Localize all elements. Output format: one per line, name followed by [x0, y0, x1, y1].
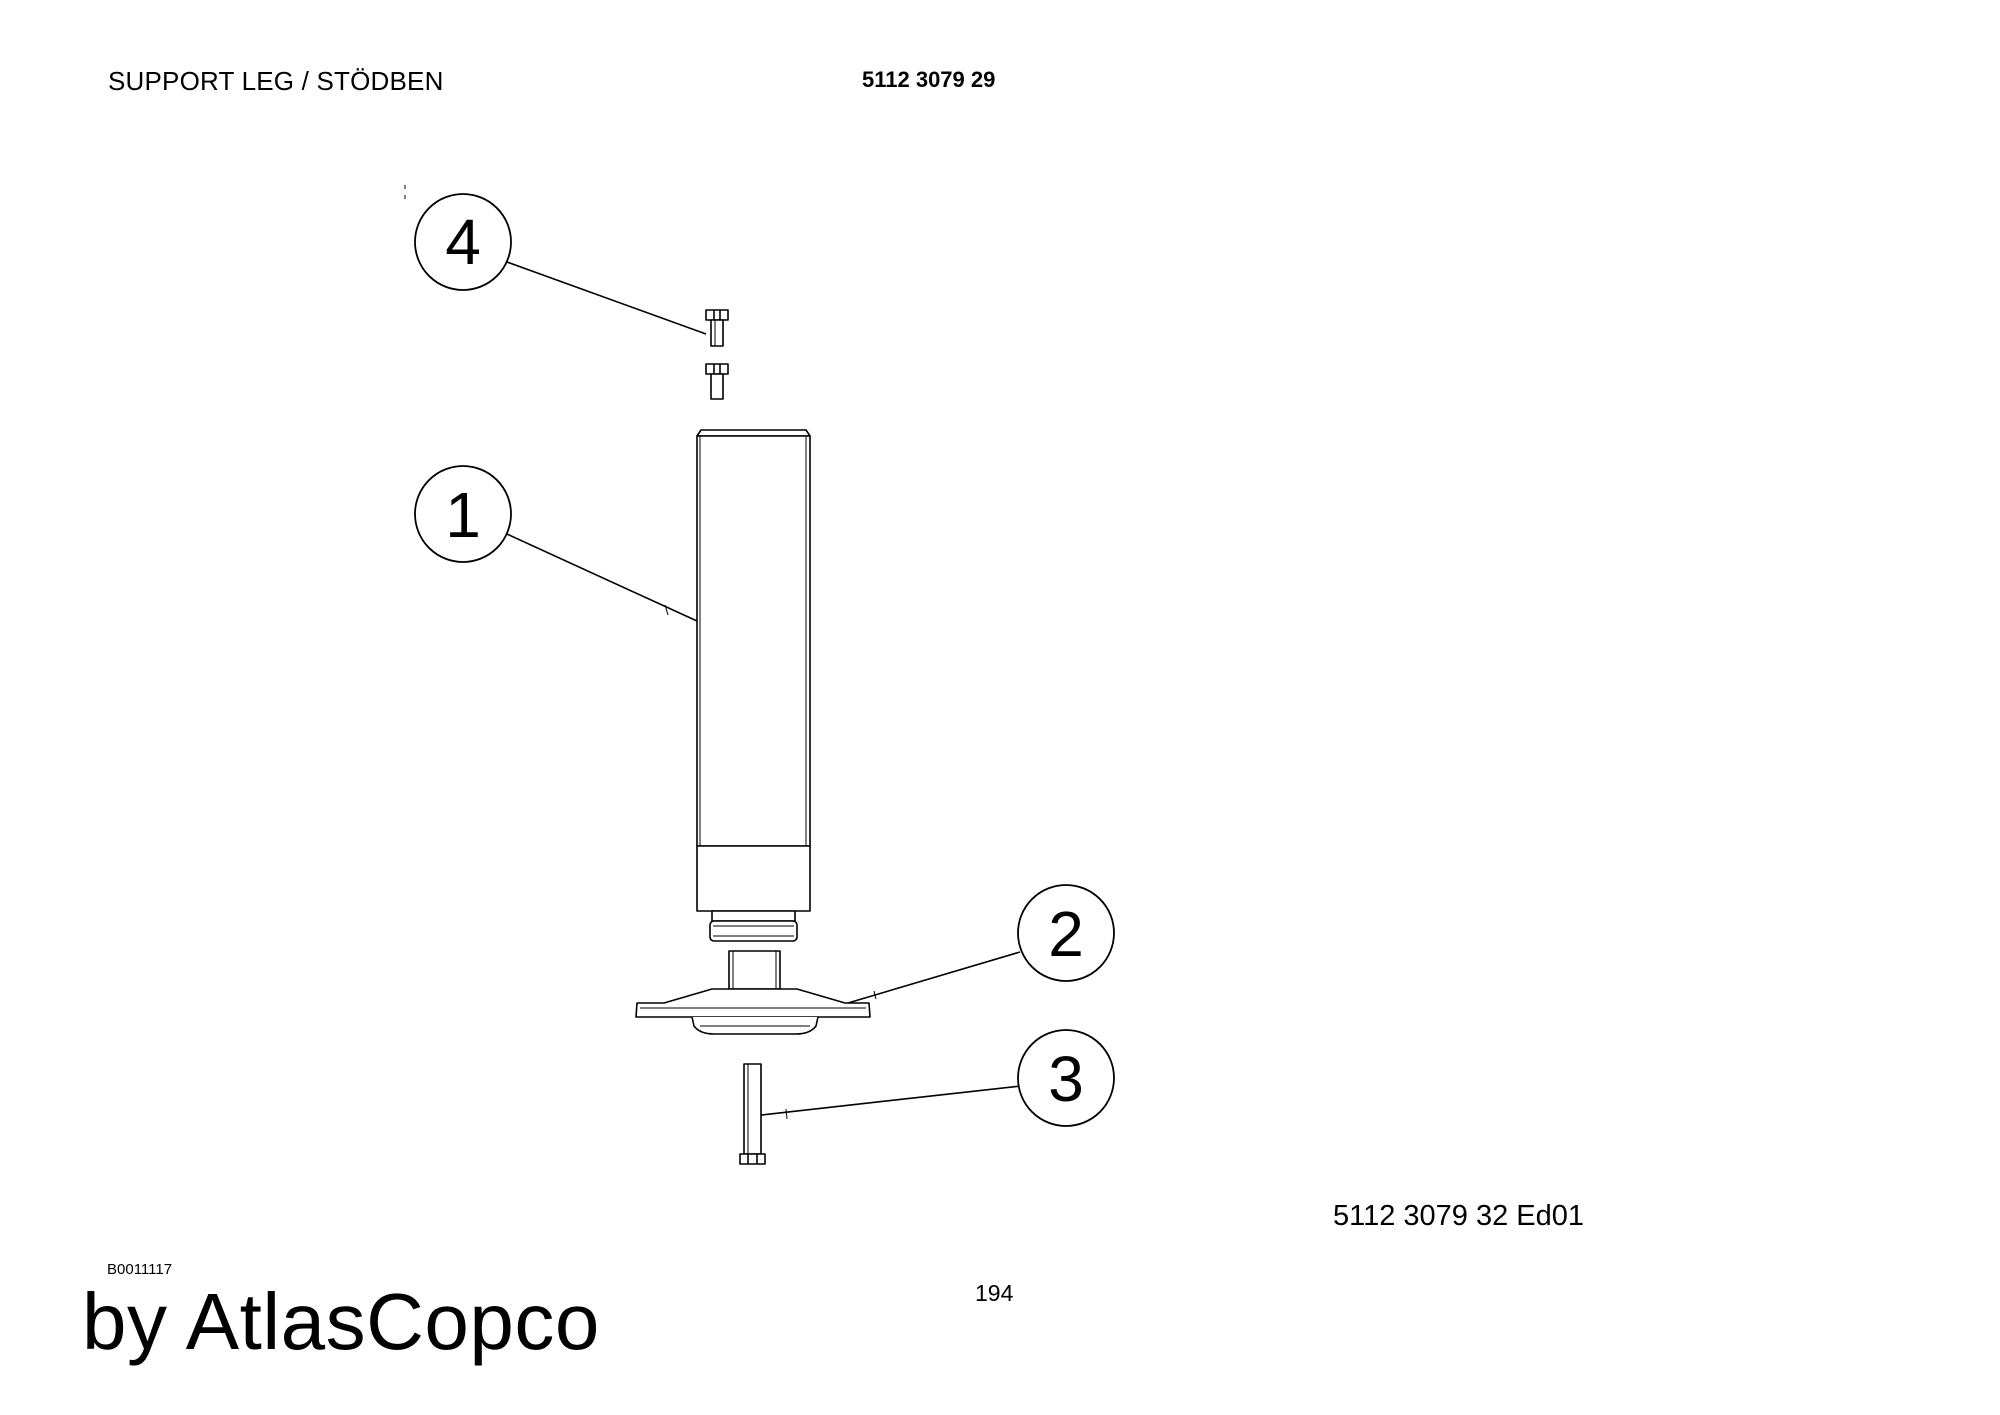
- callout-1: 1: [414, 465, 512, 563]
- leader-line-1: [506, 533, 698, 622]
- callout-4: 4: [414, 193, 512, 291]
- svg-text:3: 3: [1048, 1043, 1084, 1115]
- callout-2: 2: [1017, 884, 1115, 982]
- screw-part-4: [705, 363, 729, 400]
- document-number: 5112 3079 32 Ed01: [1333, 1200, 1585, 1232]
- callout-3: 3: [1017, 1029, 1115, 1127]
- svg-text:2: 2: [1048, 898, 1084, 970]
- foot-plate-part-2: [635, 950, 871, 1035]
- svg-text:1: 1: [445, 479, 481, 551]
- leader-line-2: [847, 951, 1021, 1004]
- leader-line-3: [760, 1085, 1022, 1116]
- page-title: SUPPORT LEG / STÖDBEN: [108, 66, 444, 96]
- leg-tube-part-1: [696, 429, 811, 942]
- screw-part-4: [705, 309, 729, 347]
- brand-logo-text: by AtlasCopco: [82, 1277, 600, 1366]
- part-number: 5112 3079 29: [862, 67, 996, 92]
- bolt-part-3: [739, 1063, 766, 1165]
- leader-line-4: [506, 261, 707, 335]
- drawing-id: B0011117: [107, 1261, 173, 1278]
- svg-text:4: 4: [445, 206, 481, 278]
- page-number: 194: [975, 1280, 1014, 1306]
